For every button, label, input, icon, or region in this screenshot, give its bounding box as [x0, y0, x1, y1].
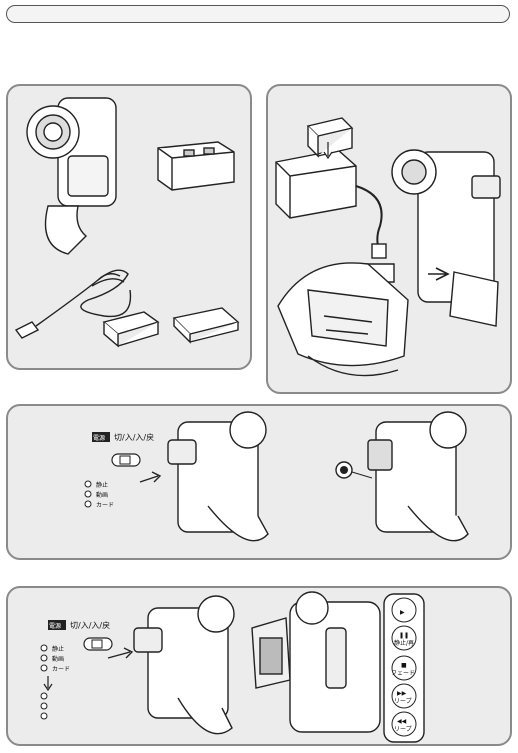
- rewind-label: リープ: [394, 726, 412, 733]
- fast-forward-label: リープ: [394, 698, 412, 705]
- rewind-button[interactable]: ◀◀ リープ: [391, 711, 417, 737]
- cable-icon: [14, 269, 132, 339]
- stop-button[interactable]: ■ フェード: [391, 655, 417, 681]
- camcorder-icon: [26, 97, 117, 255]
- power-switch-diagram: 電源 切/入/入/戻 静止 動画 カード: [40, 620, 134, 720]
- switch-badge: 電源: [49, 622, 61, 630]
- mode-label: 動画: [52, 655, 64, 663]
- switch-badge: 電源: [93, 434, 105, 442]
- pause-button[interactable]: ❚❚ 静止/再: [391, 625, 417, 651]
- play-button[interactable]: ▶: [391, 597, 417, 623]
- stop-label: フェード: [391, 670, 415, 677]
- mode-label: カード: [52, 666, 70, 673]
- mode-label: カード: [96, 502, 114, 509]
- fast-forward-button[interactable]: ▶▶ リープ: [391, 683, 417, 709]
- camcorder-icon: [367, 411, 469, 542]
- power-switch-diagram: 電源 切/入/入/戻 静止 動画 カード: [84, 432, 162, 509]
- panel-power-on: 電源 切/入/入/戻 静止 動画 カード: [6, 404, 512, 560]
- camcorder-icon: [277, 262, 409, 377]
- panel-charging: [266, 84, 512, 394]
- pause-label: 静止/再: [394, 639, 414, 647]
- camcorder-icon: [251, 591, 381, 733]
- rewind-icon: ◀◀: [397, 718, 407, 725]
- switch-label: 切/入/入/戻: [70, 620, 110, 630]
- switch-label: 切/入/入/戻: [114, 432, 154, 442]
- mode-label: 静止: [96, 481, 108, 489]
- panel-accessories: [6, 84, 252, 370]
- stop-icon: ■: [401, 662, 407, 669]
- section-title-bar: [6, 5, 510, 23]
- camcorder-icon: [167, 411, 269, 542]
- camcorder-icon: [391, 149, 501, 327]
- memory-card-icon: [172, 307, 240, 344]
- play-icon: ▶: [400, 609, 405, 616]
- charger-icon: [157, 141, 235, 191]
- panel-playback: 電源 切/入/入/戻 静止 動画 カード: [6, 586, 512, 746]
- charger-icon: [275, 117, 357, 219]
- playback-controls: ▶ ❚❚ 静止/再 ■ フェード ▶▶ リープ ◀◀ リープ: [383, 593, 425, 743]
- pause-icon: ❚❚: [399, 632, 409, 639]
- mode-label: 静止: [52, 645, 64, 653]
- mode-label: 動画: [96, 491, 108, 499]
- power-indicator-icon: [335, 461, 373, 479]
- battery-icon: [102, 311, 160, 348]
- camcorder-icon: [133, 595, 235, 735]
- fast-forward-icon: ▶▶: [397, 690, 407, 697]
